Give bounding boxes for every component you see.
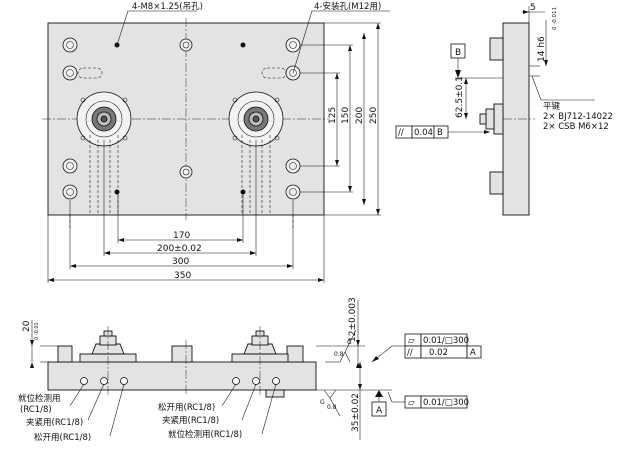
- m8-hole-callout: 4-M8×1.25(吊孔): [132, 2, 203, 12]
- dim-200: 200±0.02: [157, 244, 202, 254]
- flatness-frame-top: ▱ 0.01/□300: [404, 333, 469, 347]
- left-port-release: 松开用(RC1/8): [34, 432, 91, 443]
- dim-250: 250: [369, 107, 379, 124]
- front-view: 就位检测用 (RC1/8) 夹紧用(RC1/8) 松开用(RC1/8) 松开用(…: [18, 297, 482, 443]
- dim-125: 125: [328, 107, 338, 124]
- dim-14-h6: 14 h6: [537, 36, 547, 62]
- svg-text:B: B: [437, 128, 443, 138]
- svg-text://: //: [398, 128, 404, 138]
- flatness-frame-bottom: ▱ 0.01/□300: [404, 395, 469, 409]
- dim-300: 300: [172, 257, 189, 267]
- front-plate: [47, 361, 317, 391]
- svg-text:G: G: [347, 339, 352, 346]
- datum-b-label: B: [455, 48, 461, 58]
- svg-text://: //: [407, 348, 413, 358]
- dim-350: 350: [174, 271, 191, 281]
- svg-text:0.04: 0.04: [414, 128, 433, 138]
- surface-finish-top: 0.8: [334, 351, 344, 358]
- dim-200-vertical: 200: [355, 107, 365, 124]
- svg-text:0.01/□300: 0.01/□300: [423, 336, 469, 346]
- svg-text:G: G: [320, 399, 325, 406]
- clamp-unit-left: [76, 91, 132, 147]
- horizontal-dimensions: 170 200±0.02 300 350: [47, 140, 325, 283]
- right-port-clamp: 夹紧用(RC1/8): [162, 415, 219, 426]
- dim-14-tolerance: 0 -0.011: [552, 7, 558, 30]
- svg-text:▱: ▱: [408, 398, 415, 408]
- datum-a-label: A: [376, 406, 383, 416]
- clamp-unit-right: [228, 91, 284, 147]
- key-label-part: 2× BJ712-14022: [543, 112, 613, 122]
- dim-150: 150: [341, 107, 351, 124]
- svg-text:▱: ▱: [408, 336, 415, 346]
- dim-170: 170: [173, 231, 190, 241]
- dim-20: 20: [22, 320, 32, 332]
- dim-20-tolerance: 0 -0.01: [34, 322, 40, 340]
- svg-text:0.01/□300: 0.01/□300: [423, 398, 469, 408]
- parallelism-frame-a: // 0.02 A: [404, 345, 482, 359]
- dim-35: 35±0.02: [351, 393, 361, 432]
- dim-12: 12±0.003: [348, 297, 358, 342]
- parallelism-frame-b: // 0.04 B: [395, 125, 490, 139]
- key-label-title: 平键: [543, 101, 561, 112]
- surface-finish-bottom: 0.8: [327, 404, 337, 411]
- left-port-detect-thread: (RC1/8): [20, 405, 52, 415]
- dim-62-5: 62.5±0.1: [455, 76, 465, 118]
- top-view: 4-M8×1.25(吊孔) 4-安装孔(M12用) 170 200±0.02 3…: [42, 1, 390, 283]
- right-port-detect: 就位检测用(RC1/8): [168, 429, 242, 440]
- vertical-dimensions: 125 150 200 250: [300, 22, 381, 216]
- datum-a-box: [371, 401, 387, 417]
- right-port-release: 松开用(RC1/8): [158, 402, 215, 413]
- dim-5: 5: [530, 3, 536, 13]
- svg-text:A: A: [470, 348, 476, 358]
- m12-hole-callout: 4-安装孔(M12用): [314, 1, 381, 12]
- side-view: 5 14 h6 0 -0.011 B 62.5±0.1 // 0.04 B 平键: [395, 3, 613, 216]
- left-port-detect: 就位检测用: [18, 393, 61, 404]
- left-port-clamp: 夹紧用(RC1/8): [26, 417, 83, 428]
- key-label-screw: 2× CSB M6×12: [543, 122, 609, 132]
- svg-text:0.02: 0.02: [429, 348, 448, 358]
